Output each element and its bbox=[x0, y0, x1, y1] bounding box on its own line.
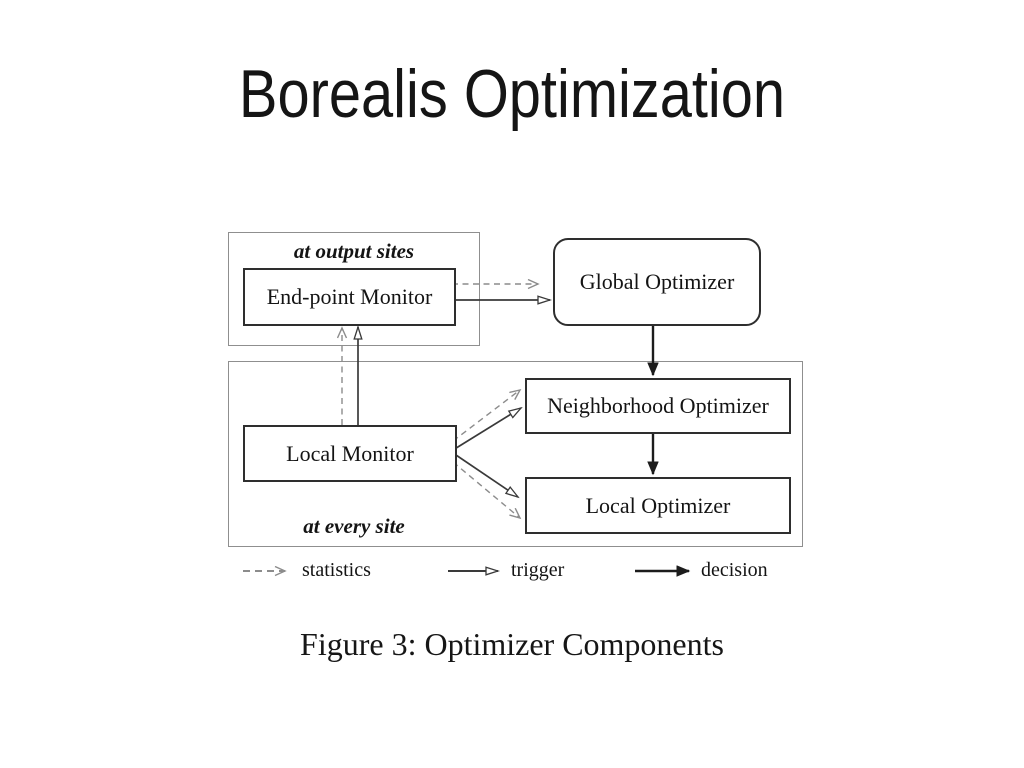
group-at-output-sites: at output sites bbox=[228, 232, 480, 346]
node-global-optimizer: Global Optimizer bbox=[553, 238, 761, 326]
statistics-arrow-localmonitor-to-neighborhood bbox=[452, 390, 520, 442]
node-local-optimizer: Local Optimizer bbox=[525, 477, 791, 534]
trigger-arrow-localmonitor-to-neighborhood bbox=[452, 408, 521, 451]
group-at-every-site: at every site bbox=[228, 361, 803, 547]
node-local-monitor-label: Local Monitor bbox=[286, 440, 414, 466]
legend-statistics-label: statistics bbox=[302, 559, 371, 581]
node-local-optimizer-label: Local Optimizer bbox=[585, 492, 731, 518]
group-label-at-output-sites: at output sites bbox=[293, 239, 415, 263]
node-endpoint-monitor-label: End-point Monitor bbox=[266, 284, 433, 309]
group-label-at-every-site: at every site bbox=[303, 514, 405, 538]
statistics-arrow-localmonitor-to-localoptimizer bbox=[452, 461, 520, 518]
figure-caption: Figure 3: Optimizer Components bbox=[300, 626, 724, 662]
trigger-arrow-localmonitor-to-localoptimizer bbox=[452, 452, 518, 497]
node-neighborhood-optimizer-label: Neighborhood Optimizer bbox=[547, 393, 769, 418]
node-endpoint-monitor: End-point Monitor bbox=[243, 268, 456, 326]
node-global-optimizer-label: Global Optimizer bbox=[579, 269, 735, 294]
slide-title: Borealis Optimization bbox=[238, 56, 786, 132]
legend-trigger-label: trigger bbox=[511, 559, 565, 581]
node-local-monitor: Local Monitor bbox=[243, 425, 457, 482]
node-neighborhood-optimizer: Neighborhood Optimizer bbox=[525, 378, 791, 434]
legend-decision-label: decision bbox=[701, 559, 768, 581]
